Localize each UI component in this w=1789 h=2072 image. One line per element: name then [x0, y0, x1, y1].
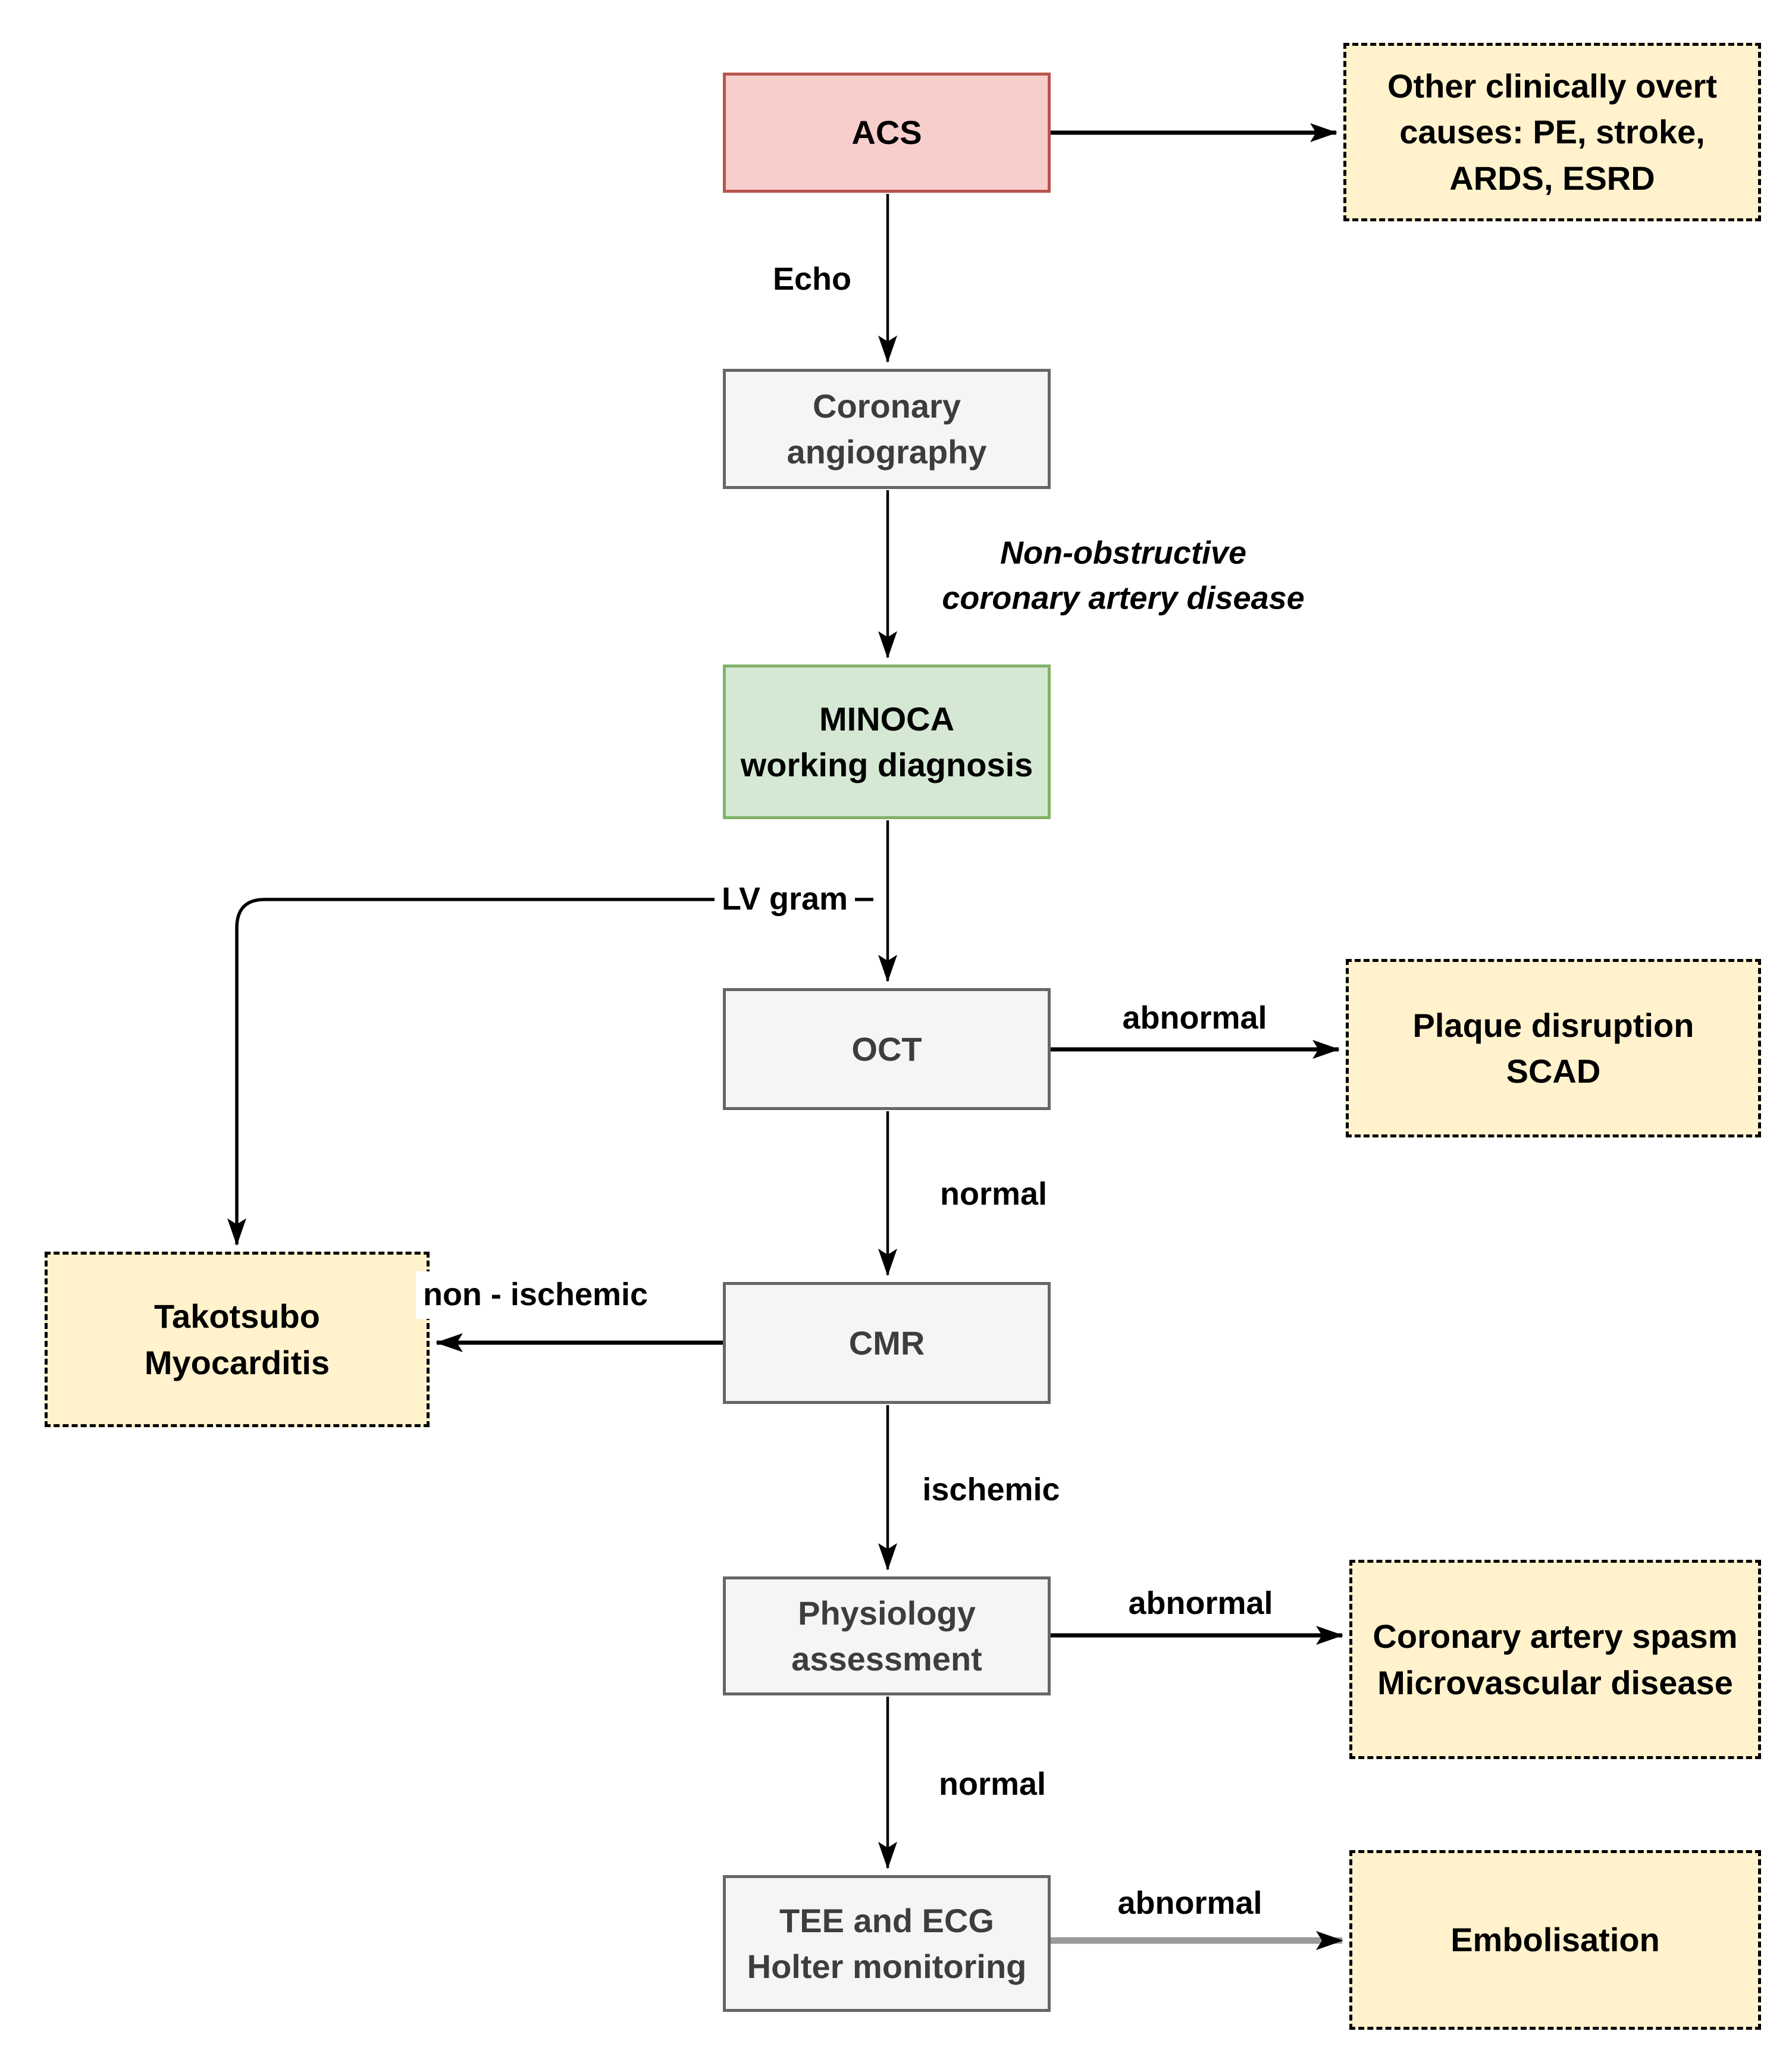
node-minoca-label: MINOCA working diagnosis — [740, 700, 1033, 783]
edge-label-physiology-abnormal: abnormal — [1121, 1580, 1280, 1628]
node-takotsubo-myocarditis: Takotsubo Myocarditis — [45, 1252, 430, 1427]
edge-label-echo: Echo — [765, 256, 859, 303]
node-coronary-angiography-label: Coronary angiography — [787, 387, 987, 471]
edge-label-ischemic: ischemic — [915, 1466, 1067, 1514]
node-other-causes: Other clinically overt causes: PE, strok… — [1343, 43, 1761, 221]
node-coronary-angiography: Coronary angiography — [723, 369, 1051, 489]
node-tee-ecg-holter-label: TEE and ECG Holter monitoring — [747, 1901, 1027, 1985]
node-cmr-label: CMR — [848, 1324, 925, 1362]
edge-label-non-ischemic: non - ischemic — [415, 1271, 656, 1319]
node-physiology-assessment: Physiology assessment — [723, 1576, 1051, 1695]
edge-label-oct-abnormal: abnormal — [1115, 995, 1274, 1042]
node-cmr: CMR — [723, 1282, 1051, 1404]
edge-label-physiology-normal: normal — [931, 1761, 1054, 1808]
node-other-causes-label: Other clinically overt causes: PE, strok… — [1387, 67, 1717, 197]
node-coronary-artery-spasm: Coronary artery spasm Microvascular dise… — [1349, 1560, 1761, 1759]
node-embolisation-label: Embolisation — [1450, 1921, 1660, 1959]
node-takotsubo-myocarditis-label: Takotsubo Myocarditis — [144, 1297, 330, 1381]
node-plaque-disruption-scad-label: Plaque disruption SCAD — [1412, 1006, 1694, 1090]
node-physiology-assessment-label: Physiology assessment — [791, 1594, 982, 1678]
node-acs: ACS — [723, 73, 1051, 193]
node-oct-label: OCT — [851, 1030, 922, 1068]
node-oct: OCT — [723, 988, 1051, 1110]
node-acs-label: ACS — [851, 114, 922, 152]
node-tee-ecg-holter: TEE and ECG Holter monitoring — [723, 1875, 1051, 2012]
edge-label-oct-normal: normal — [932, 1171, 1055, 1218]
edge-label-lv-gram: LV gram — [714, 876, 856, 923]
edge-label-non-obstructive: Non-obstructive coronary artery disease — [935, 529, 1312, 622]
edge-lv-gram-to-takotsubo — [227, 898, 873, 1246]
edge-label-tee-abnormal: abnormal — [1110, 1880, 1270, 1927]
node-minoca: MINOCA working diagnosis — [723, 664, 1051, 819]
node-coronary-artery-spasm-label: Coronary artery spasm Microvascular dise… — [1373, 1618, 1738, 1701]
node-embolisation: Embolisation — [1349, 1850, 1761, 2030]
node-plaque-disruption-scad: Plaque disruption SCAD — [1346, 959, 1761, 1137]
